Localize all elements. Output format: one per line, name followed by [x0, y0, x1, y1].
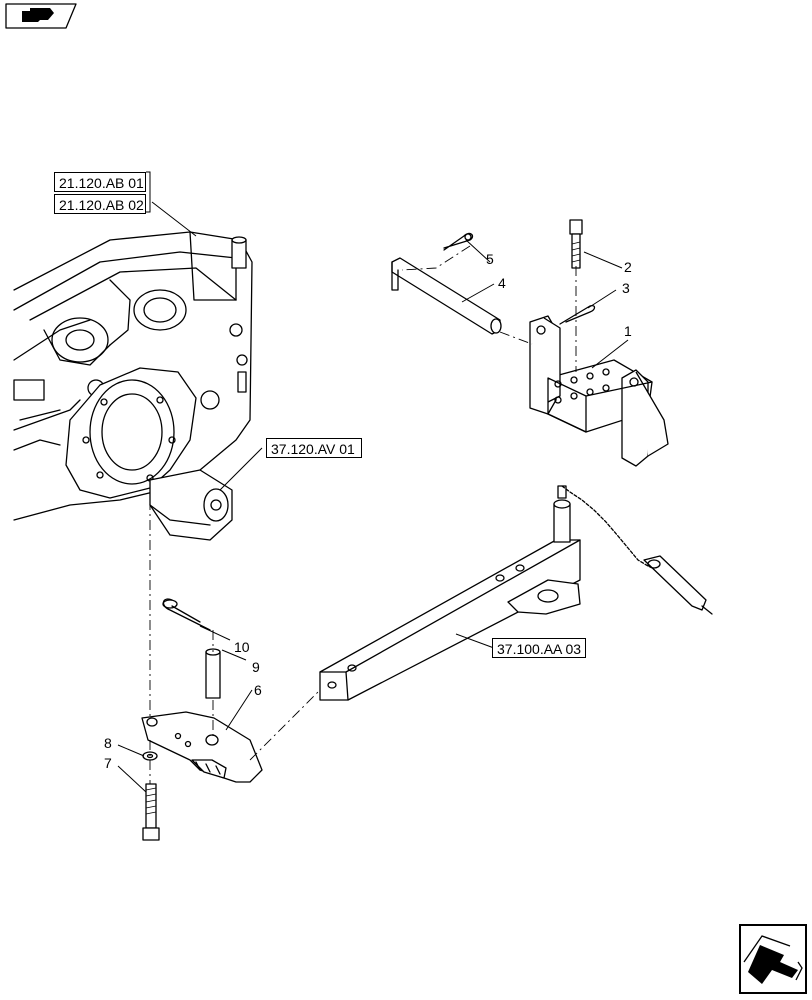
callout-7: 7	[104, 755, 112, 771]
callout-10: 10	[234, 639, 250, 655]
callout-3: 3	[622, 280, 630, 296]
callout-5: 5	[486, 251, 494, 267]
spring-clip-part-3	[559, 304, 596, 325]
callout-2: 2	[624, 259, 632, 275]
callout-9: 9	[252, 659, 260, 675]
transmission-housing	[13, 231, 253, 541]
callout-8: 8	[104, 735, 112, 751]
clip-part-10	[162, 598, 211, 631]
bolt-part-7	[142, 783, 160, 841]
reference-box-21-120-ab-01[interactable]: 21.120.AB 01	[54, 172, 146, 192]
leader-lines	[117, 171, 629, 793]
clevis-drawbar-hitch	[529, 315, 669, 467]
pin-part-4	[391, 257, 502, 335]
hairpin-part-5	[443, 232, 474, 251]
reference-box-21-120-ab-02[interactable]: 21.120.AB 02	[54, 194, 146, 214]
bolt-part-2	[569, 219, 583, 269]
next-page-arrow-icon[interactable]	[739, 924, 807, 994]
drawbar	[319, 485, 713, 701]
book-icon[interactable]	[5, 3, 77, 29]
reference-box-37-120-av-01[interactable]: 37.120.AV 01	[266, 438, 362, 458]
assembly-center-lines	[149, 245, 577, 784]
support-plate-part-6	[141, 711, 263, 783]
callout-6: 6	[254, 682, 262, 698]
callout-1: 1	[624, 323, 632, 339]
pin-part-9	[205, 648, 221, 699]
reference-box-37-100-aa-03[interactable]: 37.100.AA 03	[492, 638, 586, 658]
callout-4: 4	[498, 275, 506, 291]
